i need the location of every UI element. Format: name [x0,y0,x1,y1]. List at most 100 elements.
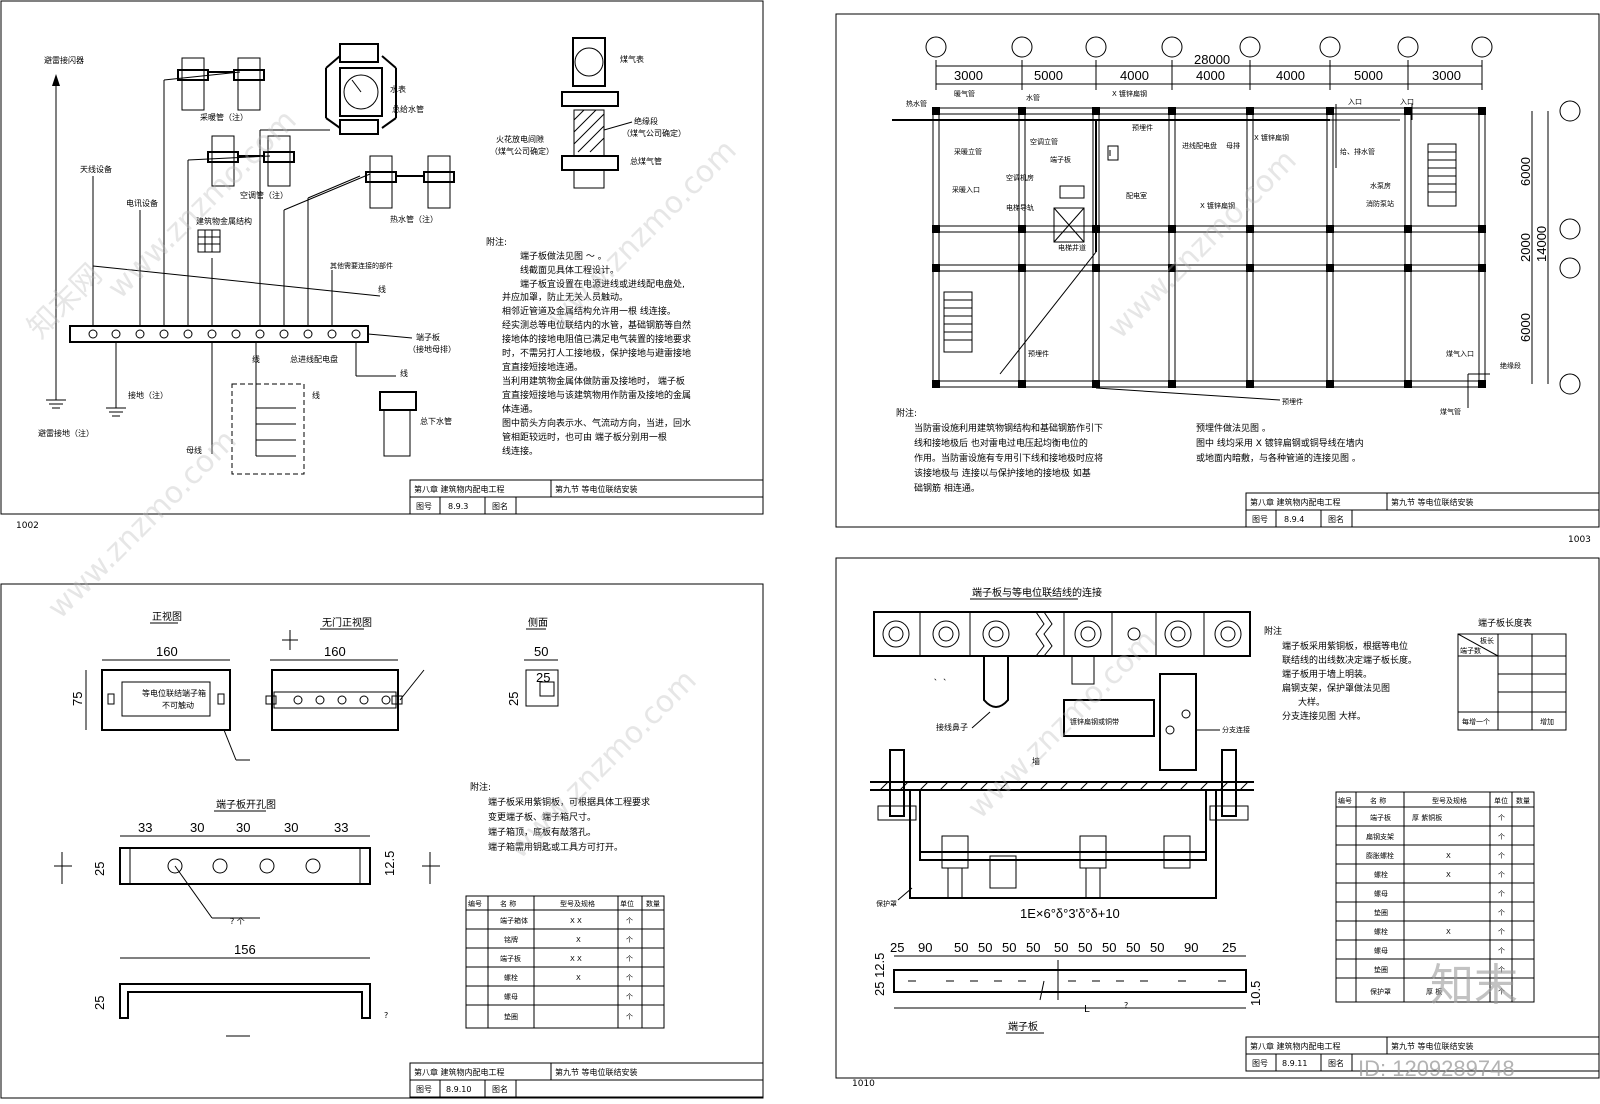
dim-plan-left: 25 12.5 [872,953,887,996]
p1-title-block: 第八章 建筑物内配电工程 第九节 等电位联结安装 图号 8.9.3 图名 [409,479,764,515]
svg-text:33: 33 [334,820,348,835]
svg-text:第九节 等电位联结安装: 第九节 等电位联结安装 [1391,497,1474,507]
steel-structure-grid [197,229,221,253]
svg-text:个: 个 [626,936,633,944]
svg-text:入口: 入口 [1348,98,1362,106]
svg-text:垫圈: 垫圈 [504,1012,518,1021]
svg-text:经实测总等电位联结内的水管，基础钢筋等自然: 经实测总等电位联结内的水管，基础钢筋等自然 [502,319,691,331]
svg-text:图中箭头方向表示水、气流动方向，当进，回水: 图中箭头方向表示水、气流动方向，当进，回水 [502,417,691,429]
svg-text:每增一个: 每增一个 [1462,717,1490,726]
page-3: 正视图 无门正视图 侧面 160 等电位联结端子箱 不可触动 75 160 50… [0,583,764,1099]
svg-text:采暖立管: 采暖立管 [954,147,982,156]
svg-text:端子板用于墙上明装。: 端子板用于墙上明装。 [1282,668,1372,680]
svg-text:个: 个 [1498,852,1505,860]
svg-text:4000: 4000 [1276,68,1305,83]
svg-text:知末网: 知末网 [21,257,109,345]
elevator-shaft [1053,207,1085,243]
arrow-up-icon [52,74,60,86]
label-galv: 镀锌扁钢或铜带 [1070,717,1119,726]
svg-text:8.9.3: 8.9.3 [448,502,468,511]
label-heating: 采暖管（注） [200,112,248,122]
dim-base-width: 156 [234,942,256,957]
svg-text:个: 个 [1498,909,1505,917]
terminal-holes [88,329,361,339]
drain-pipe [379,391,417,457]
label-line-1: 线 [378,284,386,294]
label-busbar: 母线 [186,445,202,455]
svg-text:90: 90 [918,940,932,955]
page-1: 1002 避雷接闪器 避雷接地（注） 端子板 （接地母排） 天线设备 电讯设备 … [0,0,764,531]
label-terminal: 端子板 [416,332,440,342]
svg-text:50: 50 [1054,940,1068,955]
heading-side: 侧面 [528,616,548,629]
svg-text:个: 个 [626,955,633,963]
svg-text:X 镀锌扁钢: X 镀锌扁钢 [1112,89,1147,98]
plate-bolts [882,620,1242,648]
svg-text:螺栓: 螺栓 [1374,927,1388,936]
svg-text:螺母: 螺母 [1374,946,1388,955]
svg-text:5000: 5000 [1354,68,1383,83]
svg-text:扁钢支架，保护罩做法见图: 扁钢支架，保护罩做法见图 [1282,682,1390,694]
svg-text:线和接地极后 也对雷电过电压起均衡电位的: 线和接地极后 也对雷电过电压起均衡电位的 [914,437,1088,449]
svg-text:X: X [1446,928,1451,936]
svg-text:端子板宜设置在电源进线或进线配电盘处,: 端子板宜设置在电源进线或进线配电盘处, [520,278,685,290]
svg-text:图号: 图号 [416,1085,432,1094]
label-length: L [1084,1004,1090,1015]
p3-notes: 端子板采用紫铜板，可根据具体工程要求 变更端子板、端子箱尺寸。 端子箱顶，底板有… [488,796,650,853]
svg-text:绝缘段: 绝缘段 [1500,361,1521,370]
svg-text:当利用建筑物金属体做防雷及接地时， 端子板: 当利用建筑物金属体做防雷及接地时， 端子板 [502,375,685,387]
label-lug: 接线鼻子 [936,722,968,732]
svg-text:联结线的出线数决定端子板长度。: 联结线的出线数决定端子板长度。 [1282,654,1417,666]
svg-text:宜直接短接地连通。: 宜直接短接地连通。 [502,361,583,373]
svg-text:个: 个 [1498,871,1505,879]
svg-text:14000: 14000 [1534,226,1549,262]
svg-text:第八章 建筑物内配电工程: 第八章 建筑物内配电工程 [1250,1041,1341,1051]
hotwater-pipes [365,155,455,209]
page-1-number: 1002 [16,521,39,531]
svg-text:入口: 入口 [1400,98,1414,106]
section-bolts [941,835,1191,899]
svg-text:线连接。: 线连接。 [502,445,538,457]
svg-text:X: X [576,936,581,944]
svg-text:8.9.4: 8.9.4 [1284,515,1304,524]
svg-text:端子板做法见图 ～ 。: 端子板做法见图 ～ 。 [520,250,607,262]
svg-text:垫圈: 垫圈 [1374,965,1388,974]
svg-text:25: 25 [1222,940,1236,955]
dims-right: 6000 2000 6000 14000 [1518,157,1549,342]
svg-text:4000: 4000 [1196,68,1225,83]
svg-text:当防雷设施利用建筑物钢结构和基础钢筋作引下: 当防雷设施利用建筑物钢结构和基础钢筋作引下 [914,422,1103,434]
svg-text:个: 个 [626,917,633,925]
label-panel: 总进线配电盘 [290,354,338,364]
label-line-3: 线 [312,390,320,400]
svg-text:个: 个 [1498,966,1505,974]
svg-text:增加: 增加 [1540,717,1554,726]
label-line-4: 线 [400,368,408,378]
svg-text:预埋件做法见图 。: 预埋件做法见图 。 [1196,422,1271,434]
svg-text:名 称: 名 称 [500,899,516,908]
svg-text:端子板: 端子板 [500,954,521,963]
dim-side-height: 25 [506,692,521,706]
label-terminal-sub: （接地母排） [408,344,456,354]
svg-text:50: 50 [1026,940,1040,955]
label-spark-gap: 火花放电间隙 [496,134,544,144]
label-telecom: 电讯设备 [126,198,158,208]
label-ground: 接地（注） [128,390,168,400]
svg-text:个: 个 [626,1013,633,1021]
label-plate: 端子板 [1008,1020,1038,1033]
label-insulation-sub: （煤气公司确定） [622,128,686,138]
svg-text:预埋件: 预埋件 [1132,123,1153,132]
svg-text:8.9.11: 8.9.11 [1282,1059,1307,1068]
svg-text:宜直接短接地与该建筑物用作防雷及接地的金属: 宜直接短接地与该建筑物用作防雷及接地的金属 [502,389,691,401]
svg-text:时，不需另打人工接地极，保护接地与避雷接地: 时，不需另打人工接地极，保护接地与避雷接地 [502,347,691,359]
svg-text:管相距较远时，也可由 端子板分别用一根: 管相距较远时，也可由 端子板分别用一根 [502,431,667,443]
svg-text:个: 个 [1498,988,1505,996]
svg-text:相邻近管道及金属结构允许用一根 线连接。: 相邻近管道及金属结构允许用一根 线连接。 [502,305,676,317]
label-wall: 墙 [1032,756,1040,766]
p3-title-block: 第八章 建筑物内配电工程 第九节 等电位联结安装 图号 8.9.10 图名 [409,1062,764,1098]
base-note: ? [384,1011,388,1020]
dim-plan-right: 10.5 [1248,981,1263,1006]
label-hotwater: 热水管（注） [390,214,438,224]
dim-plate-mid: 12.5 [382,851,397,876]
column-markers [932,107,1486,388]
